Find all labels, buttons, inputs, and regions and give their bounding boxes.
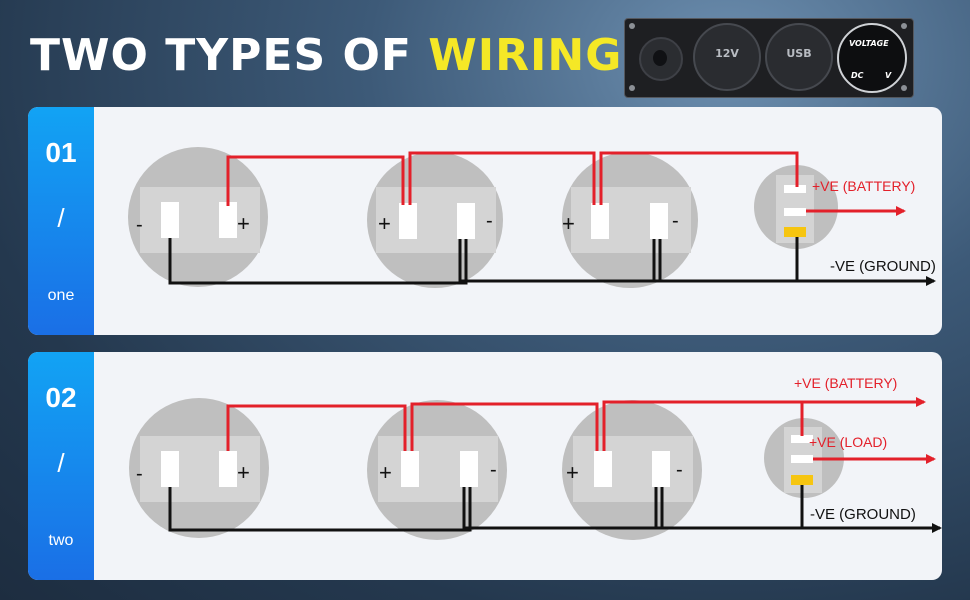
- usb-socket: USB: [765, 23, 833, 91]
- socket-base: [376, 187, 496, 253]
- ground-wire: [462, 487, 664, 530]
- terminal: [457, 203, 475, 239]
- socket-base: [140, 436, 260, 502]
- minus-sign: -: [490, 459, 497, 481]
- ground-wire: [168, 238, 468, 285]
- screw-icon: [901, 85, 907, 91]
- terminal: [652, 451, 670, 487]
- positive-wire: [410, 402, 599, 451]
- minus-sign: -: [672, 210, 679, 232]
- rocker-switch-icon: [639, 37, 683, 81]
- plus-sign: +: [566, 460, 579, 485]
- wiring-panel-two: 02 / two - + + -: [28, 352, 942, 580]
- terminal: [161, 451, 179, 487]
- socket-base: [140, 187, 260, 253]
- socket-3: + -: [562, 400, 702, 540]
- panel-slash: /: [57, 203, 65, 233]
- terminal: [219, 202, 237, 238]
- plus-sign: +: [237, 460, 250, 485]
- ground-terminal: [784, 227, 806, 237]
- ground-arrow: [652, 239, 936, 286]
- positive-wire: [226, 155, 405, 206]
- terminal: [161, 202, 179, 238]
- panel-tab: 02 / two: [28, 352, 94, 580]
- title-highlight: WIRING: [428, 30, 623, 81]
- terminal: [591, 203, 609, 239]
- socket-2: + -: [367, 152, 503, 288]
- panel-number: 02: [45, 382, 77, 413]
- socket-label: 12V: [715, 47, 739, 60]
- socket-base: [378, 436, 498, 502]
- minus-sign: -: [136, 214, 143, 236]
- positive-wire: [226, 404, 407, 451]
- screw-icon: [901, 23, 907, 29]
- terminal: [784, 185, 806, 193]
- terminal: [399, 203, 417, 239]
- load-label: +VE (LOAD): [809, 434, 887, 450]
- terminal: [650, 203, 668, 239]
- panel-tab: 01 / one: [28, 107, 94, 335]
- terminal: [791, 435, 813, 443]
- voltmeter: VOLTAGE DC V: [837, 23, 907, 93]
- wiring-diagram-one: - + + - + -: [128, 147, 936, 288]
- socket-3: + -: [562, 152, 698, 288]
- wiring-panel-one: 01 / one - + + -: [28, 107, 942, 335]
- socket-base: [573, 436, 693, 502]
- panel-slash: /: [57, 448, 65, 478]
- voltmeter-socket: [754, 165, 838, 249]
- socket-2: + -: [367, 400, 507, 540]
- battery-label: +VE (BATTERY): [794, 375, 897, 391]
- plus-sign: +: [237, 211, 250, 236]
- panel-word: two: [48, 532, 74, 549]
- terminal: [784, 208, 806, 216]
- ground-wire: [168, 487, 472, 532]
- panel-word: one: [47, 287, 75, 304]
- panel-number: 01: [45, 137, 77, 168]
- wiring-diagram-two: - + + - + -: [129, 375, 942, 540]
- terminal: [594, 451, 612, 487]
- minus-sign: -: [676, 459, 683, 481]
- plus-sign: +: [378, 211, 391, 236]
- socket-1: - +: [129, 398, 269, 538]
- socket-label: USB: [786, 47, 812, 60]
- terminal: [460, 451, 478, 487]
- screw-icon: [629, 23, 635, 29]
- title-text: TWO TYPES OF: [30, 30, 429, 81]
- switch-panel-image: 12V USB VOLTAGE DC V: [624, 18, 914, 98]
- ground-terminal: [791, 475, 813, 485]
- terminal: [219, 451, 237, 487]
- plus-sign: +: [379, 460, 392, 485]
- terminal: [401, 451, 419, 487]
- screw-icon: [629, 85, 635, 91]
- ground-label: -VE (GROUND): [810, 506, 916, 523]
- minus-sign: -: [136, 463, 143, 485]
- ground-arrow: [654, 487, 942, 533]
- battery-arrow: [602, 397, 926, 451]
- socket-1: - +: [128, 147, 268, 287]
- minus-sign: -: [486, 210, 493, 232]
- voltmeter-right-label: V: [885, 71, 892, 80]
- voltmeter-top-label: VOLTAGE: [849, 39, 889, 48]
- battery-label: +VE (BATTERY): [812, 178, 915, 194]
- ground-label: -VE (GROUND): [830, 258, 936, 275]
- positive-wire: [599, 151, 799, 205]
- cigarette-socket: 12V: [693, 23, 761, 91]
- ground-wire: [458, 239, 662, 283]
- voltmeter-left-label: DC: [851, 71, 864, 80]
- terminal: [791, 455, 813, 463]
- positive-wire: [408, 151, 596, 205]
- page-title: TWO TYPES OF WIRING: [30, 30, 622, 81]
- plus-sign: +: [562, 211, 575, 236]
